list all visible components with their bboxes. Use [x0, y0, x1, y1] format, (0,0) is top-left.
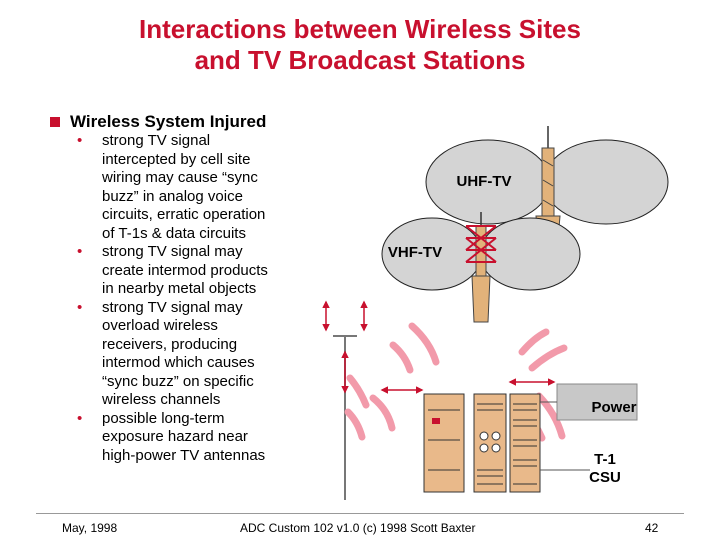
footer-date: May, 1998 — [62, 521, 118, 535]
sub-bullet-3-line: “sync buzz” on specific — [102, 372, 254, 390]
dot-bullet-icon: • — [77, 132, 83, 149]
sub-bullet-2-line: strong TV signal may — [102, 243, 243, 260]
sub-bullet-3-line: receivers, producing — [102, 335, 238, 353]
square-bullet-icon — [50, 117, 60, 127]
footer-divider — [36, 513, 684, 514]
dot-bullet-icon: • — [77, 298, 83, 316]
sub-bullet-4-line: exposure hazard near — [102, 428, 248, 445]
vhf-tower — [465, 212, 497, 323]
uhf-lobes — [425, 139, 669, 225]
sub-bullet-1-line: buzz” in analog voice — [102, 187, 243, 205]
title-line-1: Interactions between Wireless Sites — [139, 14, 581, 44]
title-line-2: and TV Broadcast Stations — [194, 45, 526, 75]
bullet-list: Wireless System Injured • strong TV sign… — [50, 112, 310, 465]
sub-bullet-3-line: wireless channels — [102, 391, 221, 408]
rack-cabinet — [423, 393, 465, 493]
power-box — [556, 383, 638, 421]
power-label: Power — [591, 399, 637, 416]
footer-credit: ADC Custom 102 v1.0 (c) 1998 Scott Baxte… — [240, 521, 476, 535]
sub-bullet-3-line: strong TV signal may — [102, 298, 243, 316]
sub-bullet-3-line: intermod which causes — [102, 354, 255, 371]
sub-bullet-4: • possible long-term exposure hazard nea… — [50, 410, 310, 466]
sub-bullet-1-line: wiring may cause “sync — [102, 169, 258, 186]
sub-bullet-1-line: intercepted by cell site — [102, 150, 251, 168]
t1-csu-label: T-1 CSU — [580, 451, 630, 487]
rack-center — [473, 393, 507, 493]
main-bullet: Wireless System Injured — [50, 112, 310, 132]
sub-bullet-4-line: high-power TV antennas — [102, 446, 266, 464]
t1-label-line-1: T-1 — [594, 451, 616, 468]
dot-bullet-icon: • — [77, 243, 83, 260]
sub-bullet-2-line: in nearby metal objects — [102, 280, 257, 297]
uhf-lobe-right — [543, 139, 669, 225]
sub-bullet-3: • strong TV signal may overload wireless… — [50, 299, 310, 410]
equipment-racks — [423, 393, 541, 493]
main-bullet-text: Wireless System Injured — [70, 112, 267, 131]
wave-arcs — [344, 322, 568, 442]
t1-label-line-2: CSU — [589, 469, 621, 486]
antenna-crossbar-icon — [465, 225, 497, 263]
sub-bullet-2: • strong TV signal may create intermod p… — [50, 243, 310, 299]
sub-bullet-1: • strong TV signal intercepted by cell s… — [50, 132, 310, 243]
footer-page-number: 42 — [645, 521, 659, 535]
vhf-tv-label: VHF-TV — [387, 244, 443, 261]
uhf-tv-label: UHF-TV — [456, 173, 512, 190]
vhf-lobe-right — [479, 217, 581, 291]
sub-bullet-2-line: create intermod products — [102, 261, 268, 279]
dot-bullet-icon: • — [77, 409, 83, 427]
sub-bullet-4-line: possible long-term — [102, 409, 225, 427]
rack-right — [509, 393, 541, 493]
sub-bullet-1-line: circuits, erratic operation — [102, 206, 266, 223]
sub-bullet-1-line: strong TV signal — [102, 132, 211, 149]
vhf-lobes — [381, 217, 581, 291]
sub-bullet-3-line: overload wireless — [102, 317, 218, 334]
slide-title: Interactions between Wireless Sites and … — [60, 14, 660, 76]
sub-bullet-1-line: of T-1s & data circuits — [102, 224, 246, 242]
